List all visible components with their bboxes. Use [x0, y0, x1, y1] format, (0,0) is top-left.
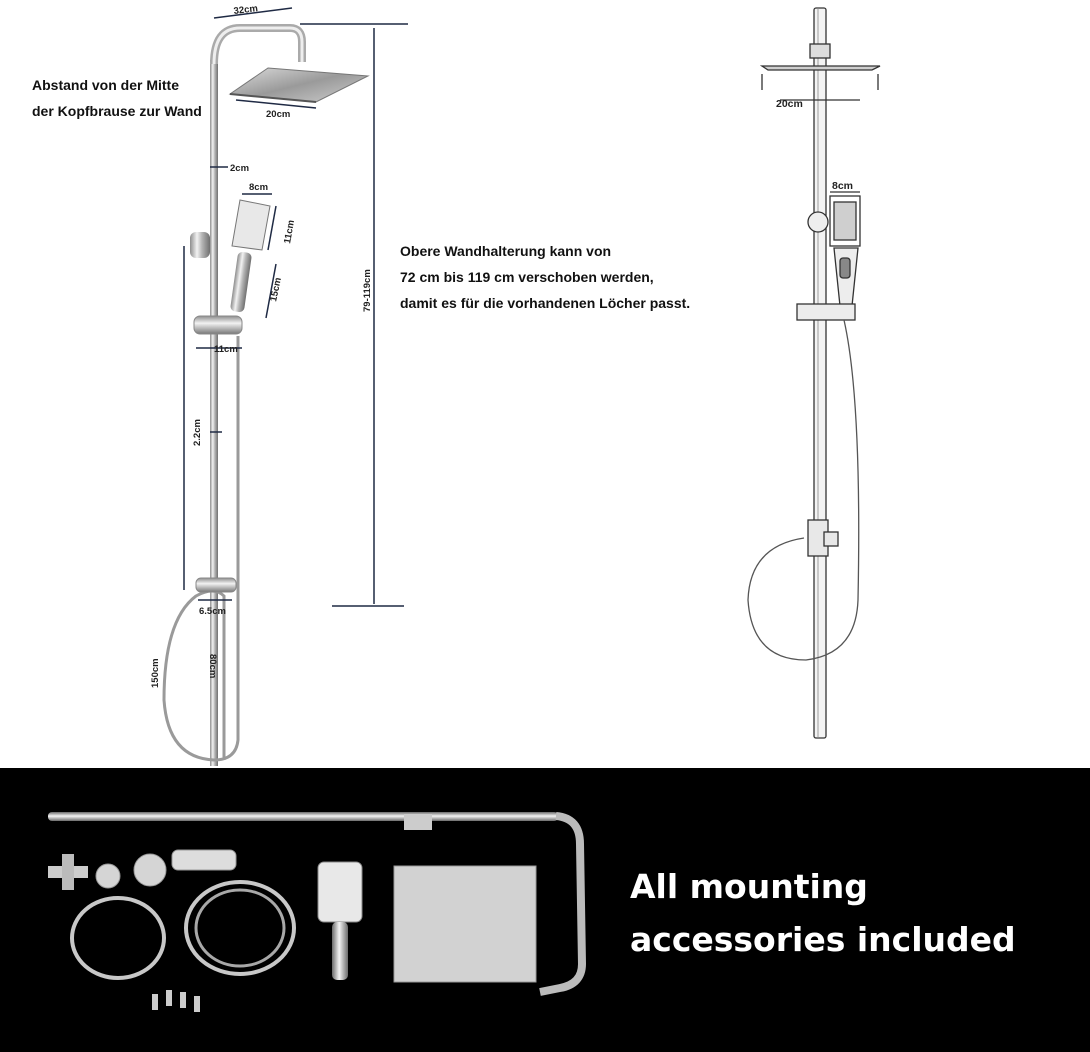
left-riser-rail: [210, 60, 218, 766]
dim-diverter-width: 6.5cm: [199, 606, 226, 617]
right-dim-head-width: 20cm: [776, 98, 803, 110]
caption-line2: accessories included: [630, 920, 1016, 959]
left-shower-arm: [210, 24, 306, 65]
bracket-note-line1: Obere Wandhalterung kann von: [400, 243, 612, 259]
dim-arm-length: 32cm: [233, 3, 258, 17]
shower-dimension-drawing: 32cm 20cm 2cm 8cm 11cm 15cm 11cm 2.2cm 7…: [150, 3, 881, 766]
left-wall-bracket: [190, 232, 210, 258]
accessory-wall-flange-1: [95, 863, 121, 889]
accessories-caption: All mounting accessories included: [630, 860, 1016, 966]
left-diverter: [195, 577, 237, 593]
accessory-screws: [152, 990, 200, 1012]
dim-rail-diameter: 2.2cm: [192, 419, 203, 446]
left-slider: [193, 315, 243, 335]
left-hand-shower-grip: [230, 251, 252, 313]
dim-hand-grip: 15cm: [268, 277, 284, 303]
dim-bar-height: 79-119cm: [362, 269, 373, 312]
accessory-shower-arm: [539, 812, 587, 996]
bracket-note-line2: 72 cm bis 119 cm verschoben werden,: [400, 269, 654, 285]
dim-hand-width: 8cm: [249, 182, 268, 193]
accessory-hose-long-inner: [194, 888, 286, 968]
wall-distance-note: Abstand von der Mitte der Kopfbrause zur…: [32, 72, 202, 124]
accessory-rain-shower-head: [393, 865, 537, 983]
accessory-hose-short: [70, 896, 166, 980]
accessories-panel: All mounting accessories included: [0, 768, 1090, 1052]
accessory-slider: [171, 849, 237, 871]
bracket-note: Obere Wandhalterung kann von 72 cm bis 1…: [400, 238, 690, 316]
dim-head-width: 20cm: [266, 109, 290, 120]
dim-slider-width: 11cm: [214, 344, 238, 355]
accessory-hand-shower-grip: [332, 922, 348, 980]
accessory-riser-bar: [48, 812, 558, 821]
accessory-wall-flange-2: [133, 853, 167, 887]
accessory-diverter-stem: [62, 854, 74, 890]
wall-distance-note-line2: der Kopfbrause zur Wand: [32, 103, 202, 119]
dim-hand-head-height: 11cm: [282, 219, 297, 244]
bracket-note-line3: damit es für die vorhandenen Löcher pass…: [400, 295, 691, 311]
accessory-bar-fitting: [404, 814, 432, 830]
left-rain-head-edge: [229, 93, 317, 103]
technical-drawing-area: 32cm 20cm 2cm 8cm 11cm 15cm 11cm 2.2cm 7…: [32, 3, 881, 766]
left-shower-arm-highlight: [212, 26, 304, 65]
right-line-drawing: [747, 7, 881, 739]
caption-line1: All mounting: [630, 867, 868, 906]
left-hand-shower-head: [231, 199, 271, 251]
left-dimension-lines: [183, 7, 408, 607]
dim-hose-short: 80cm: [207, 654, 218, 678]
dim-wall-gap: 2cm: [230, 163, 249, 174]
dim-hose-long: 150cm: [150, 658, 161, 688]
wall-distance-note-line1: Abstand von der Mitte: [32, 77, 180, 93]
accessory-hose-long: [184, 880, 296, 976]
right-dim-hand-width: 8cm: [832, 180, 853, 192]
accessory-hand-shower-head: [317, 861, 363, 923]
left-hose: [162, 336, 240, 762]
accessories-illustration: [48, 812, 587, 1012]
